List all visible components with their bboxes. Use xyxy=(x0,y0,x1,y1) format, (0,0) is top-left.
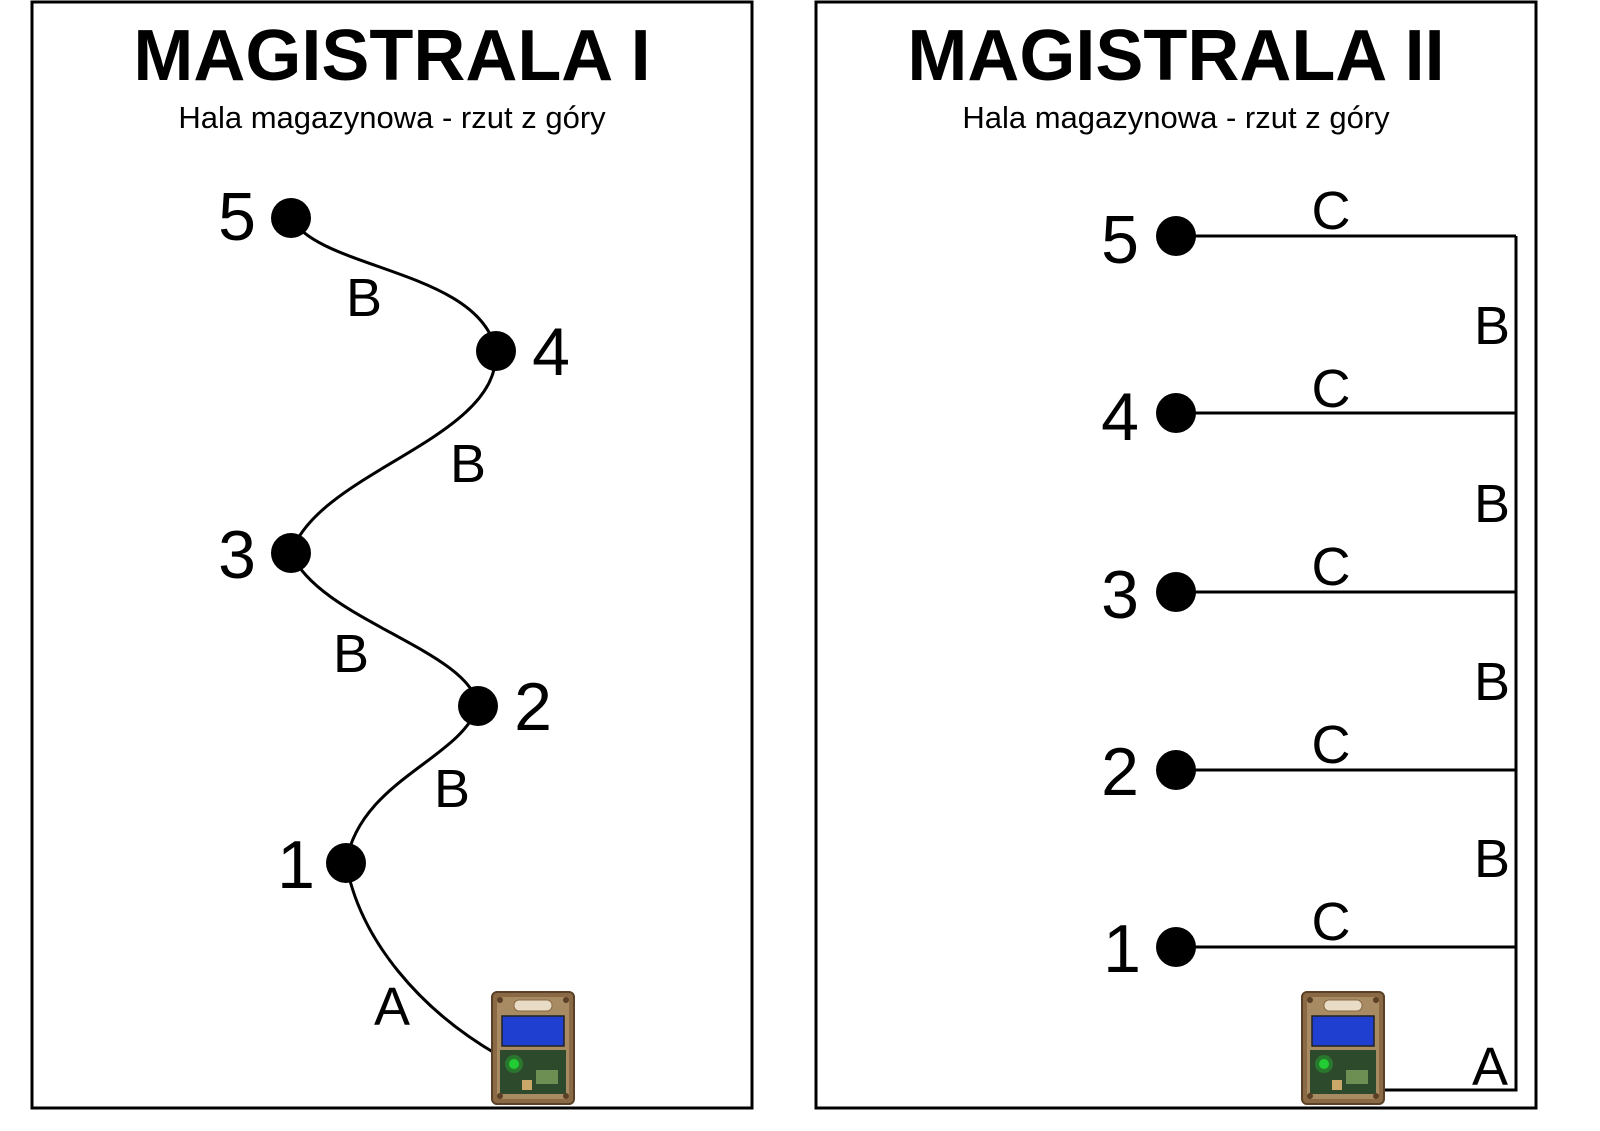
node-dot xyxy=(458,686,498,726)
node-dot xyxy=(1156,927,1196,967)
node-number: 3 xyxy=(1101,557,1139,633)
panel-subtitle: Hala magazynowa - rzut z góry xyxy=(178,100,606,135)
node-dot xyxy=(271,533,311,573)
bus-cable xyxy=(289,217,499,1057)
controller-device-icon xyxy=(1301,991,1385,1105)
panel-magistrala-2: MAGISTRALA II Hala magazynowa - rzut z g… xyxy=(814,0,1538,1110)
controller-device-icon xyxy=(491,991,575,1105)
node-dot xyxy=(271,198,311,238)
segment-label: C xyxy=(1312,537,1351,597)
panel-subtitle: Hala magazynowa - rzut z góry xyxy=(962,100,1390,135)
node-number: 4 xyxy=(532,314,570,390)
segment-label: B xyxy=(450,434,486,494)
node-number: 1 xyxy=(1103,911,1141,987)
segment-label: C xyxy=(1312,359,1351,419)
segment-label: B xyxy=(434,759,470,819)
segment-label: B xyxy=(346,268,382,328)
node-dot xyxy=(1156,216,1196,256)
panel-frame xyxy=(814,0,1538,1110)
segment-label: C xyxy=(1312,181,1351,241)
bus-trunk xyxy=(1385,236,1518,1092)
node-dot xyxy=(1156,393,1196,433)
node-number: 5 xyxy=(1101,202,1139,278)
node-number: 2 xyxy=(1101,734,1139,810)
panel-magistrala-1: MAGISTRALA I Hala magazynowa - rzut z gó… xyxy=(30,0,754,1110)
node-number: 5 xyxy=(218,179,256,255)
segment-label: C xyxy=(1312,892,1351,952)
segment-label: B xyxy=(1474,829,1510,889)
panel-frame xyxy=(30,0,754,1110)
segment-label: A xyxy=(374,977,410,1037)
node-dot xyxy=(1156,572,1196,612)
node-dot xyxy=(326,843,366,883)
node-dot xyxy=(476,331,516,371)
segment-label: B xyxy=(1474,474,1510,534)
segment-label: C xyxy=(1312,715,1351,775)
panel-title: MAGISTRALA II xyxy=(907,16,1444,96)
node-dot xyxy=(1156,750,1196,790)
node-number: 3 xyxy=(218,517,256,593)
segment-label: B xyxy=(1474,296,1510,356)
segment-label: A xyxy=(1472,1037,1508,1097)
segment-label: B xyxy=(333,624,369,684)
panel-title: MAGISTRALA I xyxy=(133,16,650,96)
node-number: 1 xyxy=(277,827,315,903)
segment-label: B xyxy=(1474,652,1510,712)
node-number: 2 xyxy=(514,669,552,745)
node-number: 4 xyxy=(1101,379,1139,455)
